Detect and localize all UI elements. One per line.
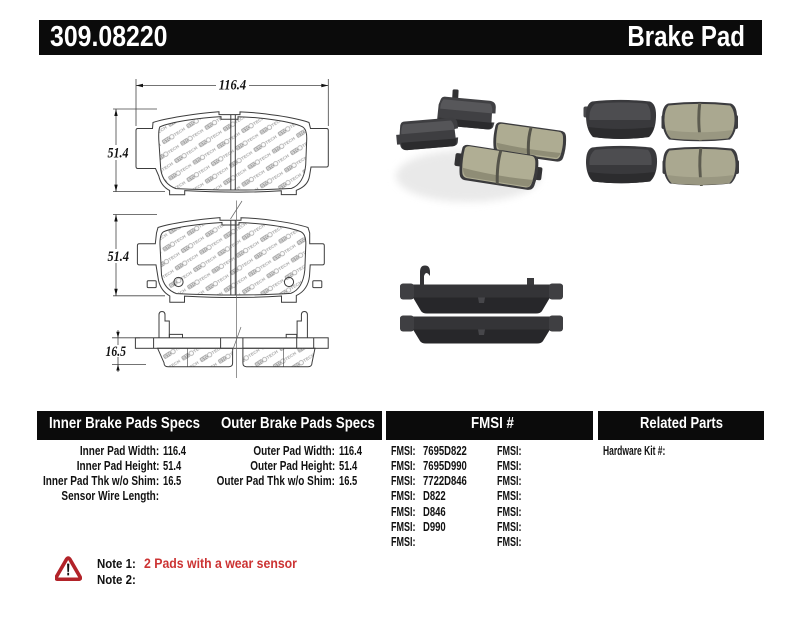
svg-text:51.4: 51.4 bbox=[108, 249, 130, 265]
svg-text:16.5: 16.5 bbox=[106, 344, 127, 360]
svg-text:116.4: 116.4 bbox=[219, 78, 247, 94]
svg-text:51.4: 51.4 bbox=[108, 146, 129, 162]
